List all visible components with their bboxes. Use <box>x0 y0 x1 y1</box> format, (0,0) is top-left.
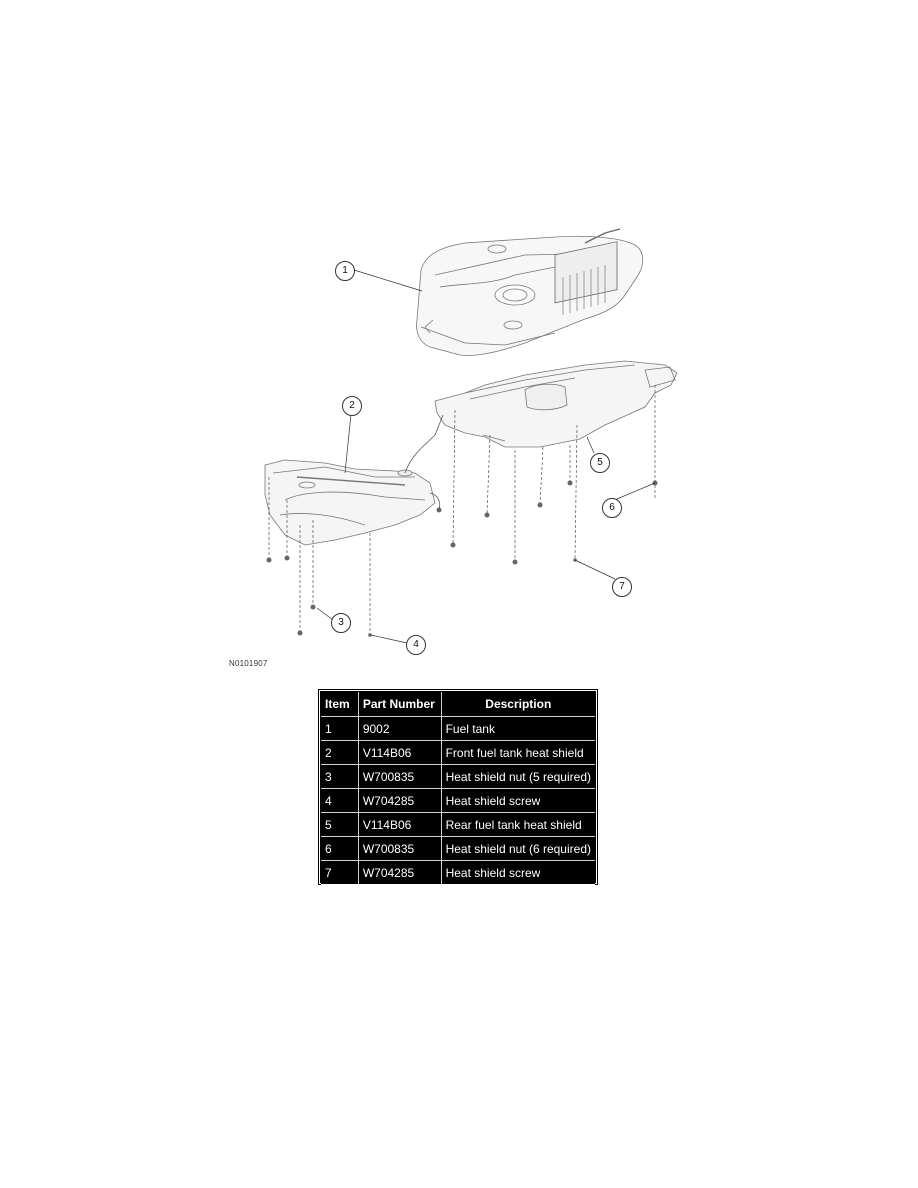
cell-part-number: V114B06 <box>357 740 442 765</box>
line-art-illustration <box>264 228 678 644</box>
cell-item: 1 <box>321 716 359 741</box>
cell-description: Fuel tank <box>440 716 595 741</box>
cell-part-number: W700835 <box>357 836 442 861</box>
cell-part-number: W700835 <box>357 764 442 789</box>
table-row: 7 W704285 Heat shield screw <box>321 860 595 885</box>
cell-part-number: V114B06 <box>357 812 442 837</box>
cell-item: 2 <box>321 740 359 765</box>
front-heat-shield-drawing <box>264 459 436 546</box>
callout-3: 3 <box>331 613 351 633</box>
cell-item: 3 <box>321 764 359 789</box>
cell-item: 7 <box>321 860 359 885</box>
callout-1: 1 <box>335 261 355 281</box>
cell-part-number: 9002 <box>357 716 442 741</box>
callout-4: 4 <box>406 635 426 655</box>
table-row: 3 W700835 Heat shield nut (5 required) <box>321 764 595 789</box>
table-row: 5 V114B06 Rear fuel tank heat shield <box>321 812 595 837</box>
table-row: 1 9002 Fuel tank <box>321 716 595 741</box>
callout-7: 7 <box>612 577 632 597</box>
figure-id-label: N0101907 <box>229 659 268 668</box>
exploded-view-diagram: 1 2 3 4 5 6 7 <box>225 215 695 675</box>
cell-part-number: W704285 <box>357 860 442 885</box>
parts-table-container: Item Part Number Description 1 9002 Fuel… <box>318 689 598 885</box>
callout-5: 5 <box>590 453 610 473</box>
table-header-row: Item Part Number Description <box>321 692 595 717</box>
cell-description: Rear fuel tank heat shield <box>440 812 595 837</box>
table-row: 6 W700835 Heat shield nut (6 required) <box>321 836 595 861</box>
cell-item: 4 <box>321 788 359 813</box>
parts-table: Item Part Number Description 1 9002 Fuel… <box>321 692 595 885</box>
rear-heat-shield-drawing <box>434 360 678 448</box>
callout-2: 2 <box>342 396 362 416</box>
table-row: 4 W704285 Heat shield screw <box>321 788 595 813</box>
cell-description: Heat shield screw <box>440 788 595 813</box>
fuel-tank-drawing <box>416 228 644 356</box>
cell-description: Front fuel tank heat shield <box>440 740 595 765</box>
header-description: Description <box>440 692 595 717</box>
cell-description: Heat shield nut (5 required) <box>440 764 595 789</box>
table-row: 2 V114B06 Front fuel tank heat shield <box>321 740 595 765</box>
header-item: Item <box>321 692 359 717</box>
cell-part-number: W704285 <box>357 788 442 813</box>
cell-description: Heat shield screw <box>440 860 595 885</box>
cell-item: 6 <box>321 836 359 861</box>
header-part-number: Part Number <box>357 692 442 717</box>
cell-description: Heat shield nut (6 required) <box>440 836 595 861</box>
cell-item: 5 <box>321 812 359 837</box>
callout-6: 6 <box>602 498 622 518</box>
